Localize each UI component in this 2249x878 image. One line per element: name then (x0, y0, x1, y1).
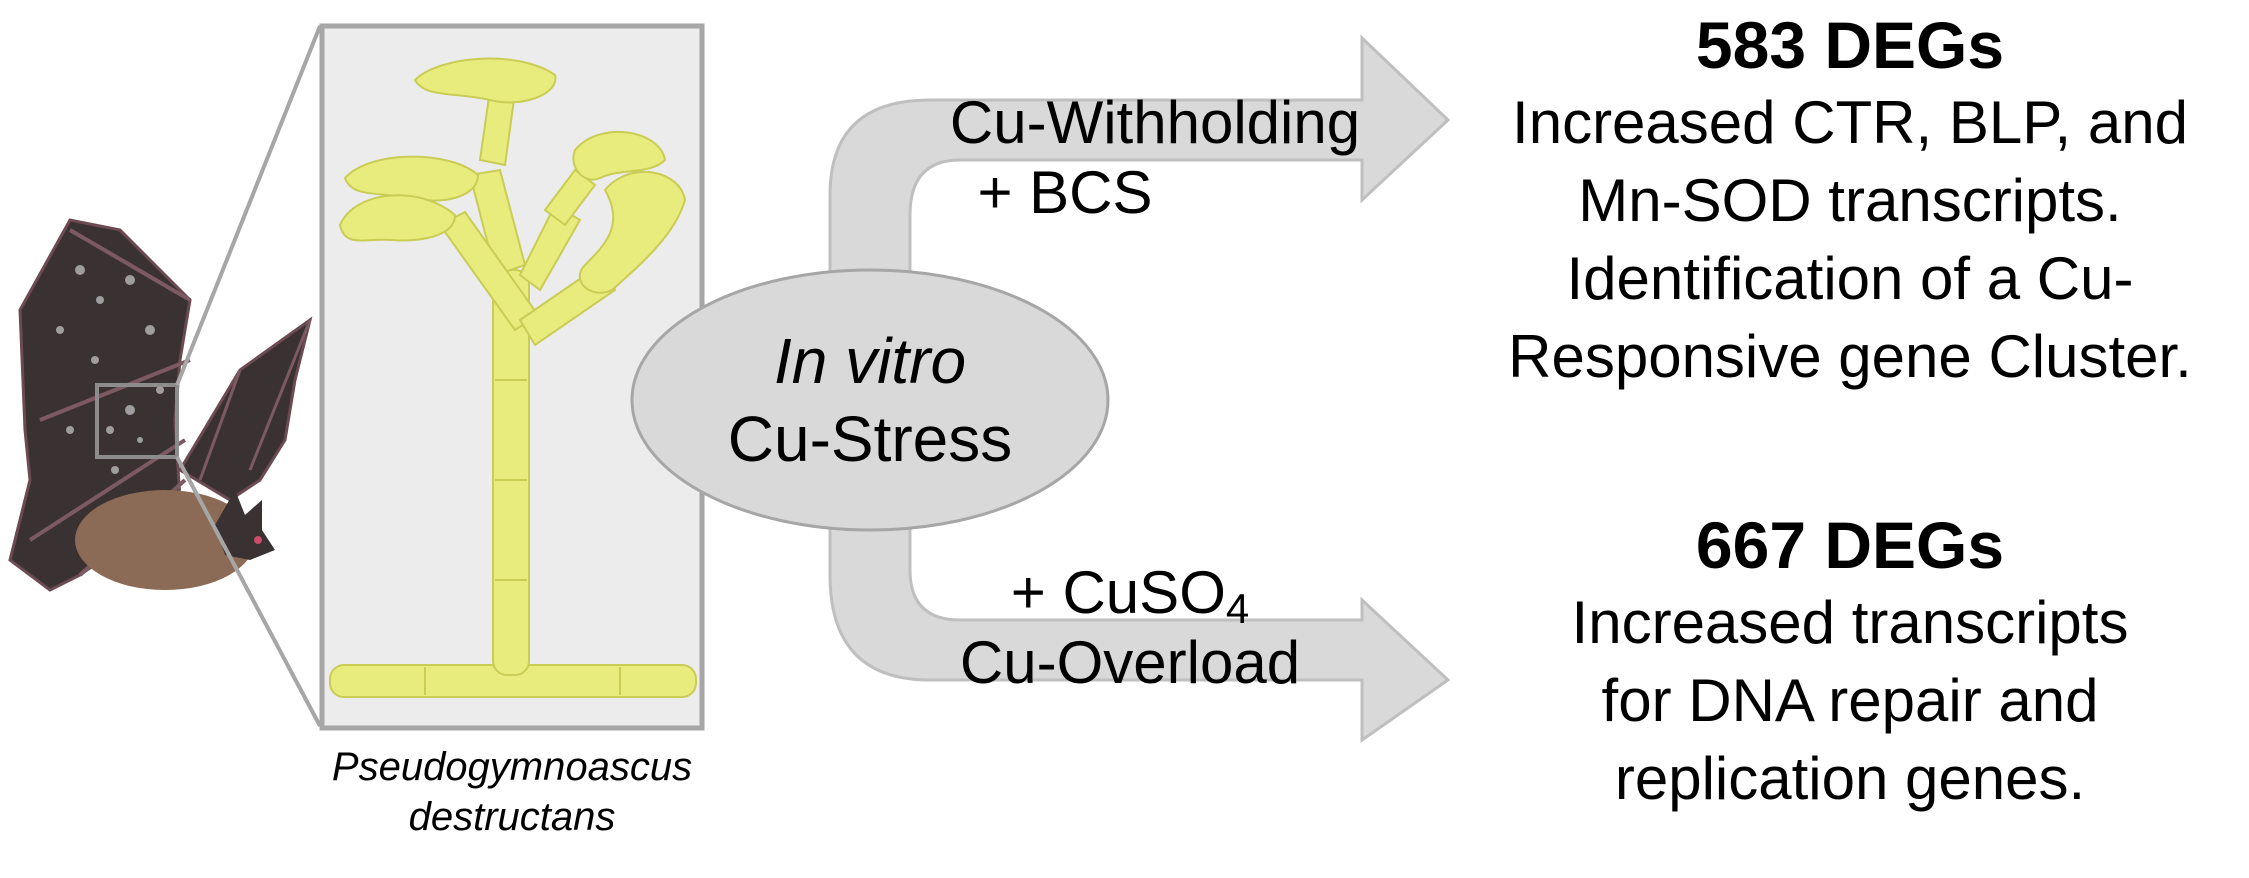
lower-arrow-label: + CuSO4 Cu-Overload (900, 558, 1360, 698)
bat-right-wing (177, 316, 313, 502)
bat-wing-fungus-spots (56, 265, 164, 474)
lower-result: 667 DEGs Increased transcripts for DNA r… (1455, 506, 2245, 818)
arrow-upper (828, 34, 1451, 282)
center-label-line1: In vitro (773, 325, 967, 397)
upper-result-line3: Identification of a Cu- (1566, 245, 2134, 312)
hypha-stalk (492, 269, 530, 676)
conidia (338, 57, 687, 294)
upper-result: 583 DEGs Increased CTR, BLP, and Mn-SOD … (1455, 6, 2245, 396)
cuso4-text: + CuSO (1010, 559, 1226, 626)
species-epithet: destructans (408, 795, 616, 839)
upper-result-line4: Responsive gene Cluster. (1508, 323, 2192, 390)
bat-illustration (8, 25, 322, 727)
upper-arrow-label: Cu-Withholding + BCS (910, 88, 1400, 228)
lower-result-line1: Increased transcripts (1571, 589, 2129, 656)
upper-result-line2: Mn-SOD transcripts. (1578, 167, 2122, 234)
cuso4-subscript: 4 (1225, 585, 1250, 632)
species-label: Pseudogymnoascus destructans (292, 742, 732, 842)
center-ellipse (630, 268, 1110, 532)
upper-result-line1: Increased CTR, BLP, and (1512, 89, 2188, 156)
upper-arrow-label-line1: Cu-Withholding (949, 89, 1361, 156)
lower-result-line2: for DNA repair and (1601, 667, 2099, 734)
lower-deg-count: 667 DEGs (1695, 508, 2005, 582)
lower-result-line3: replication genes. (1614, 745, 2086, 812)
center-label-line2: Cu-Stress (727, 403, 1013, 475)
species-genus: Pseudogymnoascus (331, 745, 693, 789)
upper-deg-count: 583 DEGs (1695, 8, 2005, 82)
zoom-box (95, 383, 179, 459)
lower-arrow-label-line1: + CuSO4 (900, 558, 1360, 630)
branch-arrows (828, 34, 1451, 743)
lower-arrow-label-line2: Cu-Overload (959, 629, 1301, 696)
center-label: In vitro Cu-Stress (660, 322, 1080, 478)
bat-wing-bones (28, 228, 192, 577)
upper-arrow-label-line2: + BCS (977, 159, 1153, 226)
arrow-lower (828, 518, 1451, 743)
